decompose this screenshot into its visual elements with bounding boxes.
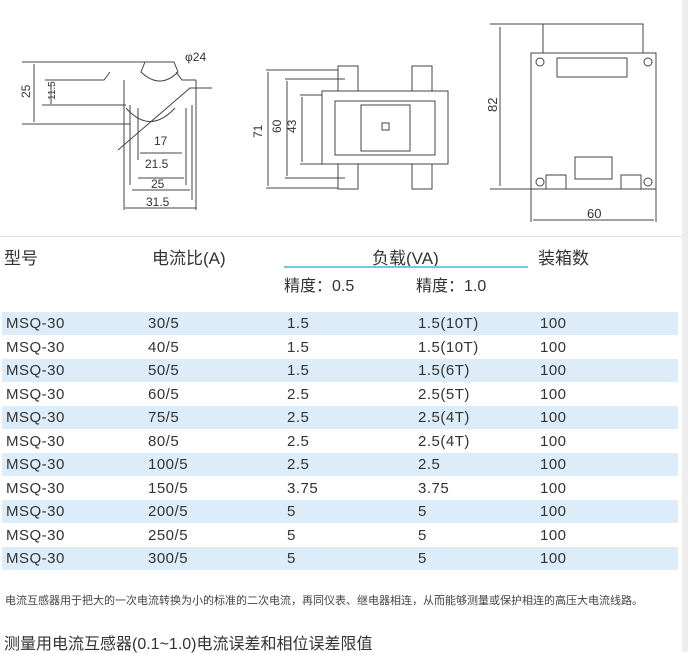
- cell-box-qty: 100: [540, 550, 567, 567]
- cell-ratio: 40/5: [148, 338, 180, 356]
- cell-box-qty: 100: [540, 315, 567, 332]
- cell-load-1-0: 1.5(10T): [418, 338, 479, 356]
- cell-load-0-5: 1.5: [287, 338, 310, 356]
- cell-load-1-0: 3.75: [418, 479, 450, 497]
- dim-21-5: 21.5: [145, 157, 169, 171]
- header-accuracy-0-5: 精度：0.5: [284, 278, 355, 295]
- cell-ratio: 200/5: [148, 503, 189, 520]
- cell-box-qty: 100: [540, 362, 567, 379]
- dim-82: 82: [485, 98, 500, 112]
- cell-box-qty: 100: [540, 409, 567, 426]
- cell-ratio: 60/5: [148, 385, 180, 403]
- cell-model: MSQ-30: [6, 338, 65, 356]
- header-box: 装箱数: [538, 249, 589, 268]
- table-row: MSQ-30 200/5 5 5 100: [2, 500, 678, 523]
- cell-box-qty: 100: [540, 432, 567, 450]
- cell-load-0-5: 5: [287, 526, 296, 544]
- cell-model: MSQ-30: [6, 550, 65, 567]
- divider: [0, 236, 688, 237]
- cell-box-qty: 100: [540, 456, 567, 473]
- cell-box-qty: 100: [540, 526, 567, 544]
- back-view: 82 60: [485, 23, 657, 222]
- table-row: MSQ-30 50/5 1.5 1.5(6T) 100: [2, 359, 678, 382]
- cell-ratio: 50/5: [148, 362, 180, 379]
- cell-model: MSQ-30: [6, 385, 65, 403]
- dim-60: 60: [270, 119, 284, 133]
- cell-ratio: 300/5: [148, 550, 189, 567]
- cell-box-qty: 100: [540, 479, 567, 497]
- header-ratio: 电流比(A): [152, 249, 226, 268]
- cell-box-qty: 100: [540, 385, 567, 403]
- cell-model: MSQ-30: [6, 362, 65, 379]
- table-row: MSQ-30 75/5 2.5 2.5(4T) 100: [2, 406, 678, 429]
- cell-ratio: 250/5: [148, 526, 189, 544]
- cell-load-0-5: 2.5: [287, 456, 310, 473]
- cell-load-1-0: 5: [418, 550, 427, 567]
- cell-load-0-5: 2.5: [287, 432, 310, 450]
- dim-11-5: 11.5: [47, 81, 58, 100]
- cell-model: MSQ-30: [6, 456, 65, 473]
- front-view: 71 60 43: [251, 65, 449, 190]
- cell-ratio: 80/5: [148, 432, 180, 450]
- cell-load-0-5: 2.5: [287, 385, 310, 403]
- cell-ratio: 150/5: [148, 479, 189, 497]
- cell-load-0-5: 5: [287, 550, 296, 567]
- table-row: MSQ-30 150/5 3.75 3.75 100: [2, 477, 678, 500]
- cell-model: MSQ-30: [6, 409, 65, 426]
- dim-phi24: φ24: [185, 50, 206, 64]
- table-row: MSQ-30 40/5 1.5 1.5(10T) 100: [2, 336, 678, 359]
- cell-model: MSQ-30: [6, 315, 65, 332]
- cell-model: MSQ-30: [6, 526, 65, 544]
- table-row: MSQ-30 60/5 2.5 2.5(5T) 100: [2, 383, 678, 406]
- scrollbar[interactable]: [682, 0, 688, 652]
- dim-43: 43: [285, 119, 299, 133]
- cell-load-0-5: 1.5: [287, 362, 310, 379]
- cell-model: MSQ-30: [6, 479, 65, 497]
- load-underline: [284, 266, 528, 268]
- cell-load-1-0: 5: [418, 503, 427, 520]
- table-row: MSQ-30 80/5 2.5 2.5(4T) 100: [2, 430, 678, 453]
- header-model: 型号: [4, 249, 38, 268]
- dim-25: 25: [19, 84, 33, 98]
- table-row: MSQ-30 30/5 1.5 1.5(10T) 100: [2, 312, 678, 335]
- dim-71: 71: [251, 124, 265, 138]
- dim-60-width: 60: [587, 206, 601, 221]
- dim-17: 17: [154, 134, 168, 148]
- side-view: φ24 25 11.5 17 21.5 25 31.5: [19, 50, 212, 210]
- cell-box-qty: 100: [540, 338, 567, 356]
- cell-load-1-0: 5: [418, 526, 427, 544]
- cell-ratio: 30/5: [148, 315, 180, 332]
- header-load: 负载(VA): [372, 249, 439, 268]
- cell-load-1-0: 2.5(4T): [418, 409, 470, 426]
- section-title: 测量用电流互感器(0.1~1.0)电流误差和相位误差限值: [4, 636, 373, 653]
- dim-25b: 25: [151, 177, 165, 191]
- cell-box-qty: 100: [540, 503, 567, 520]
- dimension-drawing: φ24 25 11.5 17 21.5 25 31.5 71 60 43 82 …: [19, 23, 657, 222]
- description-text: 电流互感器用于把大的一次电流转换为小的标准的二次电流，再同仪表、继电器相连，从而…: [5, 595, 643, 607]
- cell-load-1-0: 1.5(10T): [418, 315, 479, 332]
- cell-load-1-0: 2.5(4T): [418, 432, 470, 450]
- cell-load-1-0: 2.5: [418, 456, 441, 473]
- cell-load-0-5: 5: [287, 503, 296, 520]
- cell-load-0-5: 3.75: [287, 479, 319, 497]
- cell-model: MSQ-30: [6, 432, 65, 450]
- table-row: MSQ-30 300/5 5 5 100: [2, 547, 678, 570]
- table-row: MSQ-30 250/5 5 5 100: [2, 524, 678, 547]
- cell-load-0-5: 1.5: [287, 315, 310, 332]
- cell-ratio: 75/5: [148, 409, 180, 426]
- cell-ratio: 100/5: [148, 456, 189, 473]
- cell-load-0-5: 2.5: [287, 409, 310, 426]
- dim-31-5: 31.5: [146, 195, 170, 209]
- header-accuracy-1-0: 精度：1.0: [416, 278, 487, 295]
- table-row: MSQ-30 100/5 2.5 2.5 100: [2, 453, 678, 476]
- cell-load-1-0: 1.5(6T): [418, 362, 470, 379]
- cell-load-1-0: 2.5(5T): [418, 385, 470, 403]
- cell-model: MSQ-30: [6, 503, 65, 520]
